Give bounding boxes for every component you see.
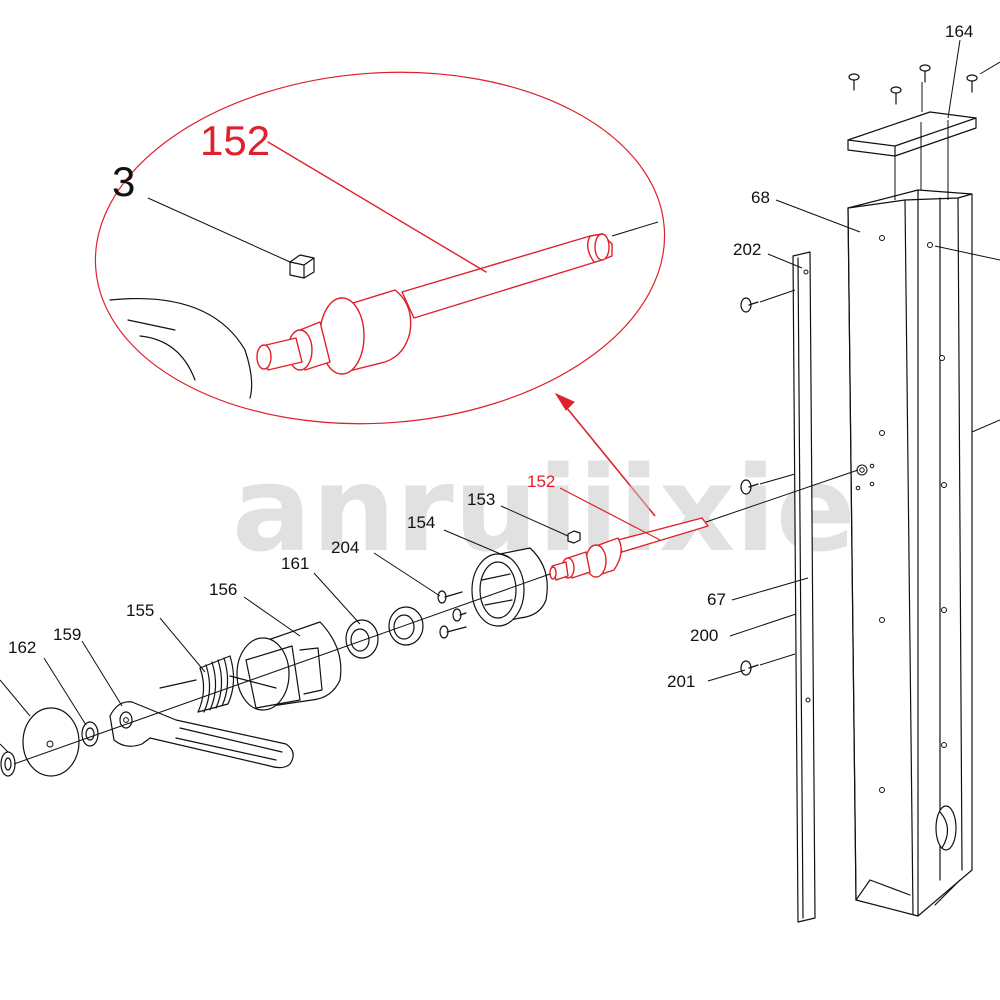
set-screws-204 (437, 590, 467, 639)
sleeve-156 (236, 621, 342, 711)
shaft-152 (549, 517, 709, 581)
zoom-arrow (554, 392, 656, 517)
label-68: 68 (751, 188, 770, 207)
zoom-partial-label: 3 (112, 158, 135, 205)
disc-162 (22, 707, 80, 777)
label-202: 202 (733, 240, 761, 259)
label-156: 156 (209, 580, 237, 599)
washer-edge (0, 743, 16, 777)
zoom-part-153 (289, 254, 315, 279)
zoom-shaft-152 (256, 233, 613, 375)
bearing-161 (345, 619, 379, 659)
label-200: 200 (690, 626, 718, 645)
side-strip-67 (792, 251, 816, 923)
bearing-a (388, 606, 424, 646)
label-164: 164 (945, 22, 973, 41)
column-68 (847, 189, 1000, 917)
screws-top (848, 61, 1000, 112)
label-152: 152 (527, 472, 555, 491)
side-screws (740, 289, 796, 676)
label-201: 201 (667, 672, 695, 691)
key-153 (567, 530, 581, 544)
spring-155 (159, 655, 277, 713)
cover-plate-164 (847, 111, 977, 200)
label-155: 155 (126, 601, 154, 620)
leader-lines (0, 39, 961, 726)
label-67: 67 (707, 590, 726, 609)
label-162: 162 (8, 638, 36, 657)
lever-159 (109, 701, 294, 769)
label-204: 204 (331, 538, 359, 557)
zoom-callout-number: 152 (200, 117, 270, 164)
label-153: 153 (467, 490, 495, 509)
bush-154 (471, 547, 548, 627)
label-159: 159 (53, 625, 81, 644)
label-154: 154 (407, 513, 435, 532)
label-161: 161 (281, 554, 309, 573)
watermark: anruijixie (232, 440, 856, 578)
detail-zoom-callout: 3 152 (94, 71, 666, 425)
washer-small (81, 721, 99, 747)
